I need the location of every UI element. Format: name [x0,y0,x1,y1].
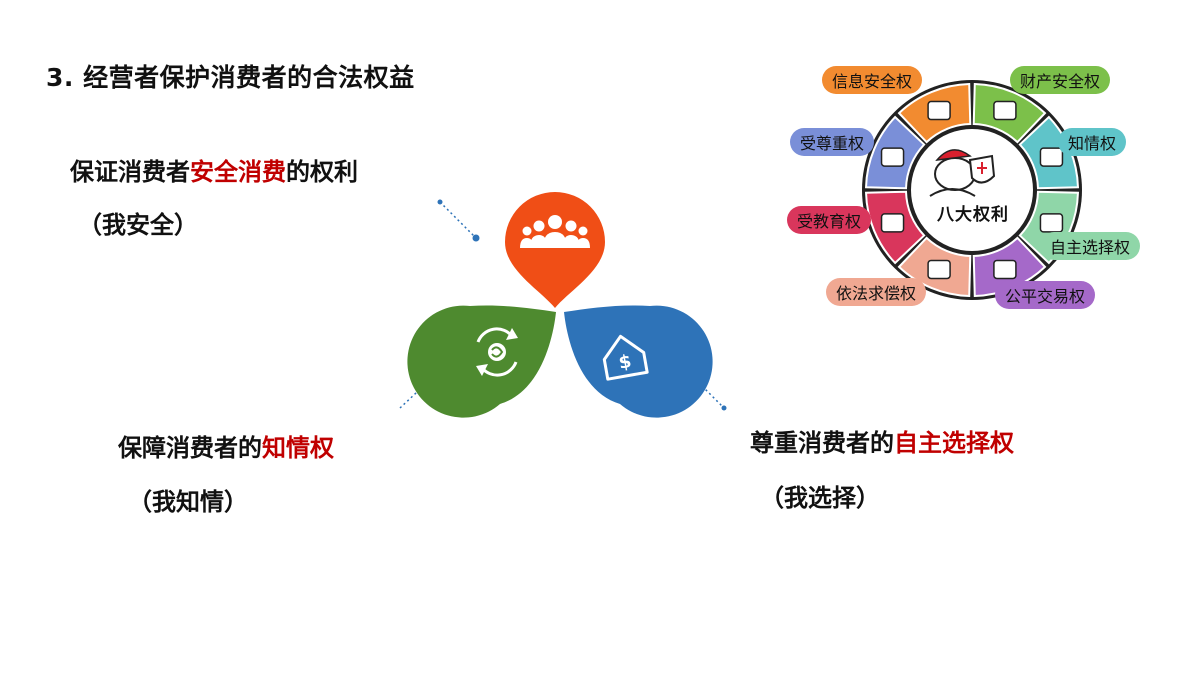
wheel-segment-icon [1039,147,1064,167]
wheel-segment-icon [880,147,905,167]
wheel-label: 知情权 [1058,128,1127,156]
point-safety-highlight: 安全消费 [190,158,286,186]
people-group-icon [520,215,590,248]
wheel-center-disc [909,127,1035,253]
point-info: 保障消费者的知情权 [118,428,334,463]
point-choice: 尊重消费者的自主选择权 [750,423,1014,458]
point-info-sub: （我知情） [128,488,248,516]
point-safety-sub: （我安全） [78,211,198,239]
wheel-label: 受尊重权 [790,128,875,156]
wheel-center-title: 八大权利 [937,205,1009,225]
wheel-label: 受教育权 [787,206,872,234]
wheel-label: 公平交易权 [995,281,1096,309]
point-safety-suffix: 的权利 [286,158,358,186]
wheel-segment-icon [1039,213,1064,233]
wheel-label: 自主选择权 [1040,232,1141,260]
connector-dot [437,199,443,205]
wheel-segment-icon [993,259,1017,280]
wheel-segment-icon [993,100,1017,121]
petal-right [564,305,713,418]
petal-top [505,192,605,308]
point-safety-prefix: 保证消费者 [70,158,190,186]
wheel-segment-icon [927,259,951,280]
connector-dot [721,405,727,411]
connector-dot [472,234,480,242]
point-choice-sub: （我选择） [760,484,880,512]
wheel-segment-icon [927,100,951,121]
mascot-icon [929,149,996,197]
wheel-label: 依法求偿权 [826,278,927,306]
point-info-prefix: 保障消费者的 [118,434,262,462]
point-safety: 保证消费者安全消费的权利 [70,152,358,187]
point-choice-prefix: 尊重消费者的 [750,429,894,457]
wheel-segment-icon [880,213,905,233]
wheel-label: 信息安全权 [822,66,923,94]
point-choice-highlight: 自主选择权 [894,429,1014,457]
svg-text:$: $ [617,351,633,374]
petal-left [407,305,556,418]
wheel-label: 财产安全权 [1010,66,1111,94]
exchange-cycle-icon [476,327,518,377]
point-info-highlight: 知情权 [262,434,334,462]
house-dollar-icon: $ [602,334,649,381]
slide-title: 3. 经营者保护消费者的合法权益 [46,63,415,92]
